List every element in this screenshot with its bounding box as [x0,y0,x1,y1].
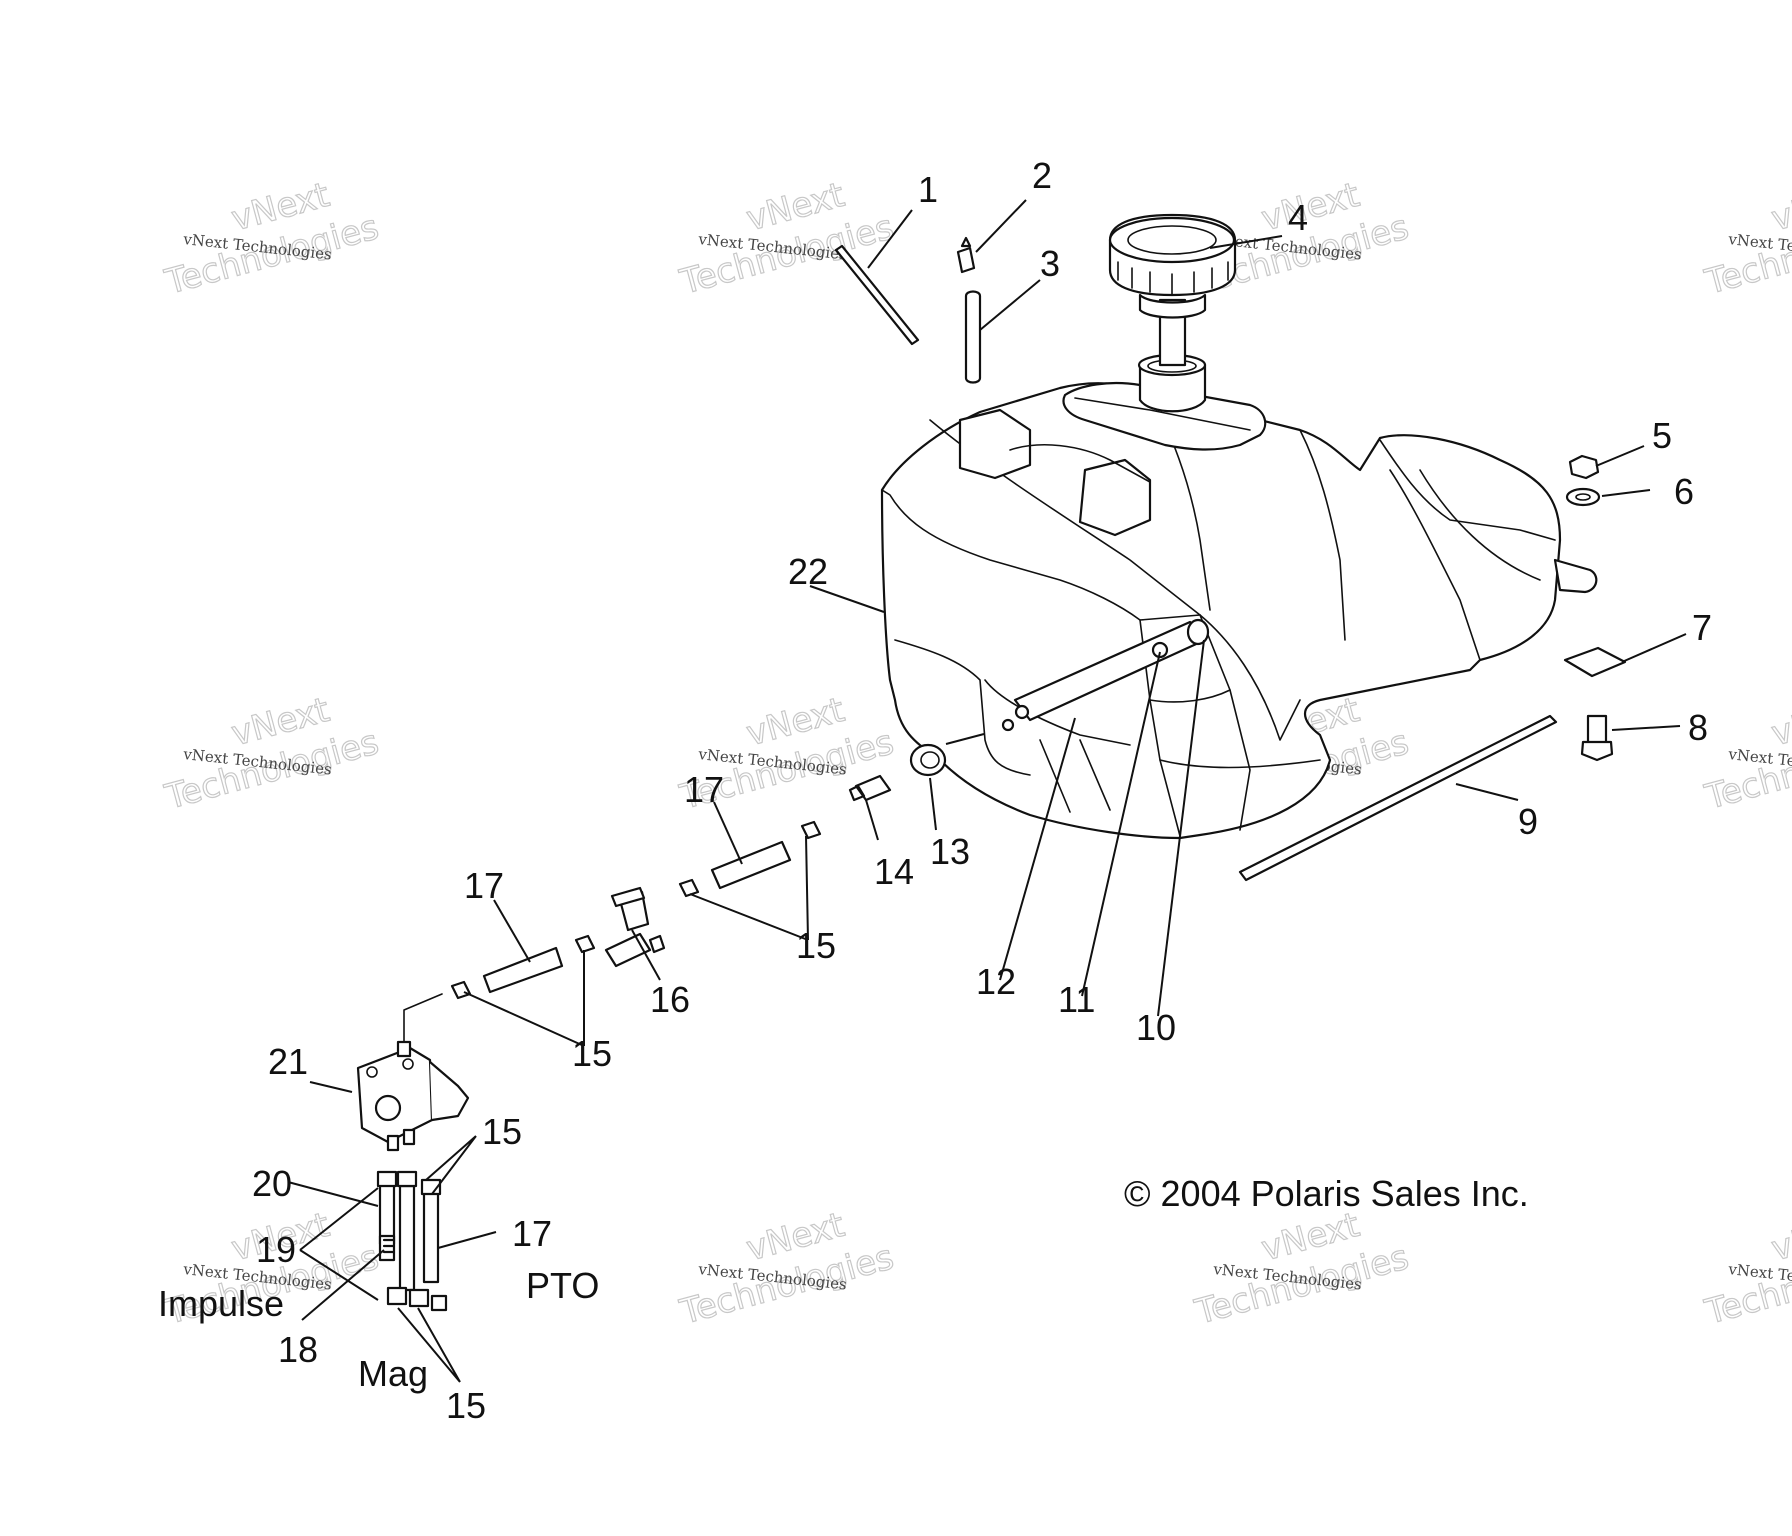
callout-14: 14 [874,851,914,892]
callout-5: 5 [1652,415,1672,456]
leader-lines [287,199,1687,1383]
svg-text:vNext: vNext [1767,175,1792,239]
callout-13: 13 [930,831,970,872]
label-impulse: Impulse [158,1283,284,1324]
vent-line [834,244,920,346]
callout-15-left: 15 [572,1033,612,1074]
hose-clamp [450,980,472,1000]
callout-20: 20 [252,1163,292,1204]
fuel-pump [356,993,470,1152]
callout-17-left: 17 [464,865,504,906]
callout-6: 6 [1674,471,1694,512]
fuel-hose [482,946,564,994]
copyright-notice: © 2004 Polaris Sales Inc. [1124,1173,1529,1214]
mounting-pad [1563,646,1627,678]
callout-16: 16 [650,979,690,1020]
nut [1568,454,1600,480]
callout-21: 21 [268,1041,308,1082]
vent-check-valve [956,236,976,274]
vent-hose [964,290,982,384]
pump-hoses [376,1170,448,1312]
label-pto: PTO [526,1265,599,1306]
callout-19: 19 [256,1229,296,1270]
hose-clamp [800,820,822,840]
tank-strip [1238,714,1558,882]
fuel-cap-with-neck [1108,213,1237,367]
hose-clamp [678,878,700,898]
label-mag: Mag [358,1353,428,1394]
fuel-tank [880,353,1598,840]
callout-2: 2 [1032,155,1052,196]
svg-text:vNext: vNext [1767,690,1792,754]
callout-22: 22 [788,551,828,592]
callout-15-bottom: 15 [446,1385,486,1426]
fuel-hose [710,840,792,890]
callout-3: 3 [1040,243,1060,284]
callout-18: 18 [278,1329,318,1370]
bolt [1580,714,1614,762]
callout-17-pump: 17 [512,1213,552,1254]
callout-4: 4 [1288,197,1308,238]
hose-clamp [574,934,596,954]
callout-15-pump: 15 [482,1111,522,1152]
callout-15-middle: 15 [796,925,836,966]
svg-text:vNext: vNext [1767,1205,1792,1269]
callout-9: 9 [1518,801,1538,842]
callout-17-middle: 17 [684,769,724,810]
grommet [909,743,947,777]
callout-numbers: 1 2 3 4 5 6 7 8 9 10 11 12 13 14 15 16 1… [252,155,1712,1426]
callout-1: 1 [918,169,938,210]
washer [1565,487,1601,507]
callout-8: 8 [1688,707,1708,748]
callout-12: 12 [976,961,1016,1002]
fuel-shutoff-valve [604,886,666,968]
tank-fitting [848,774,892,802]
callout-7: 7 [1692,607,1712,648]
callout-11: 11 [1058,979,1095,1020]
callout-10: 10 [1136,1007,1176,1048]
